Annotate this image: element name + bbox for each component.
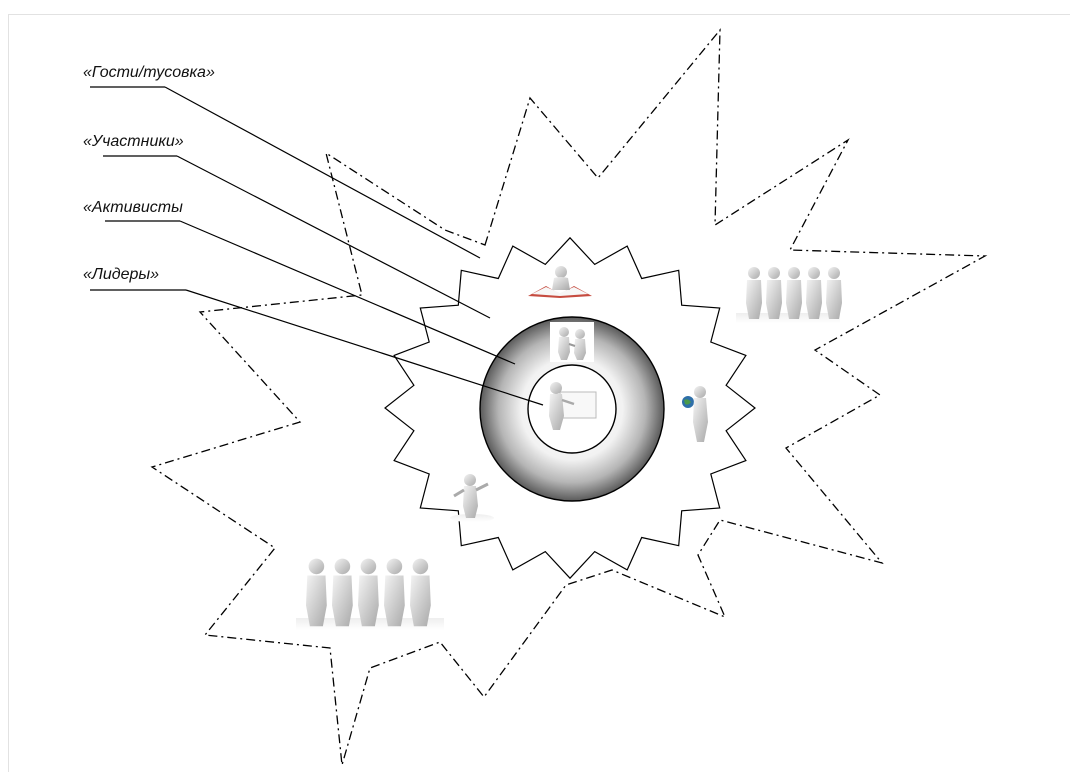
group-of-five-figures-icon xyxy=(736,267,842,323)
participants-leader-line xyxy=(176,155,491,319)
leaders-leader-line xyxy=(185,289,544,406)
group-figure-head xyxy=(360,558,377,575)
group-figure-head xyxy=(828,267,840,279)
guests-zone-outline xyxy=(150,28,988,766)
group-figure-head xyxy=(386,558,403,575)
group-figure-body xyxy=(384,575,405,627)
group-figure-head xyxy=(748,267,760,279)
group-figure-body xyxy=(786,280,802,319)
group-figure-body xyxy=(358,575,379,627)
guests-leader-line xyxy=(164,86,481,259)
leaders-label: «Лидеры» xyxy=(83,266,160,283)
group-figure-body xyxy=(746,280,762,319)
group-figure-head xyxy=(308,558,325,575)
activists-label: «Активисты xyxy=(83,199,183,216)
group-figure-head xyxy=(808,267,820,279)
participants-label: «Участники» xyxy=(83,133,184,150)
group-figure-body xyxy=(826,280,842,319)
group-figure-body xyxy=(806,280,822,319)
figure-presenting-board-icon xyxy=(549,382,597,430)
group-figure-body xyxy=(332,575,353,627)
two-figures-handshake-icon xyxy=(550,322,594,362)
activists-leader-line xyxy=(179,220,516,365)
group-figure-head xyxy=(334,558,351,575)
figure-waving-icon xyxy=(450,474,494,522)
figure-reading-book-icon xyxy=(528,266,592,298)
group-of-five-figures-icon xyxy=(296,558,444,630)
page-border-top xyxy=(8,14,1070,15)
group-figure-head xyxy=(768,267,780,279)
group-figure-body xyxy=(766,280,782,319)
group-figure-head xyxy=(412,558,429,575)
group-figure-body xyxy=(410,575,431,627)
guests-label: «Гости/тусовка» xyxy=(83,64,215,81)
page-border-left xyxy=(8,14,9,772)
group-figure-body xyxy=(306,575,327,627)
group-figure-head xyxy=(788,267,800,279)
figure-holding-globe-icon xyxy=(682,386,708,442)
